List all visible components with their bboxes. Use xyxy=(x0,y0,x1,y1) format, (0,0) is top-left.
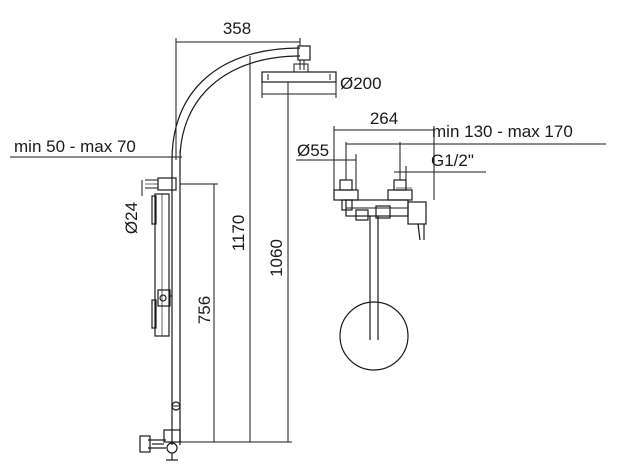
dim-connector-diameter: Ø55 xyxy=(296,141,357,190)
dim-arm-reach-label: 358 xyxy=(223,19,251,38)
dim-thread-label: G1/2" xyxy=(431,151,474,170)
shower-head xyxy=(261,71,337,83)
dim-slide-bar-label: 756 xyxy=(195,296,214,324)
mixer-body xyxy=(333,176,427,371)
dim-centers-range-label: min 130 - max 170 xyxy=(432,122,573,141)
dim-connector-diameter-label: Ø55 xyxy=(297,141,329,160)
dim-arm-reach: 358 xyxy=(175,19,301,160)
dim-slide-bar: 756 xyxy=(180,183,218,443)
dim-head-height-label: 1060 xyxy=(267,239,286,277)
dim-mixer-width-label: 264 xyxy=(370,109,398,128)
dim-thread: G1/2" xyxy=(394,151,486,189)
dim-total-height: 1170 xyxy=(214,56,254,443)
dim-head-diameter: Ø200 xyxy=(261,74,382,98)
slide-bar xyxy=(151,193,172,337)
upper-clamp xyxy=(145,177,177,191)
shower-column xyxy=(171,45,311,445)
dim-centers-range: min 130 - max 170 xyxy=(345,122,606,180)
dim-pipe-diameter: Ø24 xyxy=(122,180,143,234)
dim-wall-offset-label: min 50 - max 70 xyxy=(14,137,136,156)
dim-total-height-label: 1170 xyxy=(229,215,248,252)
dim-pipe-diameter-label: Ø24 xyxy=(122,202,141,234)
dim-head-diameter-label: Ø200 xyxy=(340,74,382,93)
dim-wall-offset: min 50 - max 70 xyxy=(10,137,182,180)
column-valve xyxy=(139,401,181,461)
dim-mixer-width: 264 xyxy=(333,109,435,200)
dim-head-height: 1060 xyxy=(250,82,292,443)
